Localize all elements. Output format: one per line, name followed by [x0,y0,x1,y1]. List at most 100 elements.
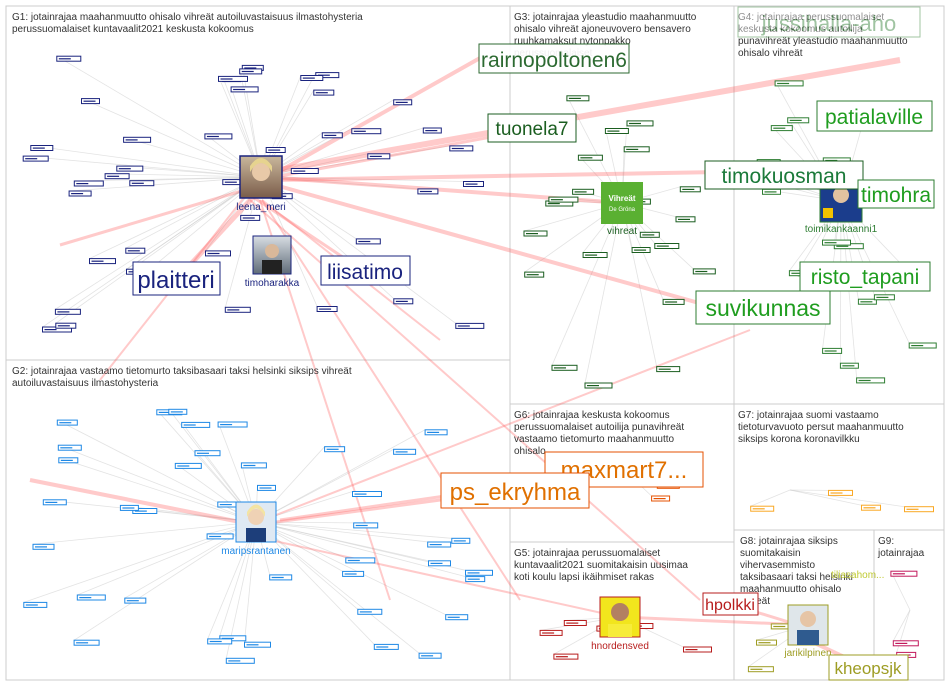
account-node[interactable] [218,75,248,82]
account-node-text-mark [57,311,70,313]
edge-gray [584,202,623,384]
account-node-text-mark [259,487,272,489]
account-node-text-mark [457,325,470,327]
account-node-text-mark [836,245,849,247]
label-jussihalla-text: jussihalla-aho [761,11,897,36]
account-node-text-mark [57,325,70,327]
label-risto-tapani-box [799,261,931,292]
account-node-text-mark [682,188,695,190]
account-node-text-mark [44,329,57,331]
account-node[interactable] [217,421,248,428]
maripsrantanen-hair [247,504,265,517]
hnordensved-label: hnordensved [591,641,649,652]
account-node-text-mark [246,644,259,646]
account-node-text-mark [353,130,366,132]
account-node-text-mark [911,345,924,347]
account-node-text-mark [467,578,480,580]
edge-gray [124,521,257,599]
vihreat-logo-subtext: De Gröna [609,207,636,213]
label-hpolkki[interactable]: hpolkki [702,592,759,616]
account-node[interactable] [345,557,376,564]
edge-gray [621,202,658,367]
label-timohra-text: timohra [861,184,931,207]
label-timohra[interactable]: timohra [857,179,935,209]
label-suvikunnas[interactable]: suvikunnas [695,290,831,325]
edge-gray [30,145,262,178]
node-vihreat[interactable]: Vihreät De Gröna vihreat [601,182,643,237]
label-risto-tapani[interactable]: risto_tapani [799,261,931,292]
label-rairnopoltonen6[interactable]: rairnopoltonen6 [478,43,630,74]
label-timokuosman-text: timokuosman [722,165,847,188]
node-leena-meri[interactable]: leena_meri [236,155,286,213]
label-suvikunnas-text: suvikunnas [705,295,820,321]
account-node-text-mark [842,365,855,367]
account-node[interactable] [352,491,382,497]
account-node[interactable] [351,128,382,135]
account-node-text-mark [906,508,919,510]
account-node-text-mark [425,130,438,132]
edge-gray [123,136,262,178]
account-node-text-mark [183,424,196,426]
node-jarikilpinen[interactable]: jarikilpinen [783,604,832,659]
label-ps-ekryhma[interactable]: ps_ekryhma [440,472,590,509]
label-kheopsjk[interactable]: kheopsjk [828,654,909,681]
account-node-text-mark [219,504,232,506]
account-node-text-mark [395,101,408,103]
account-node-text-mark [858,379,871,382]
account-node-text-mark [355,524,368,527]
label-tuonela7[interactable]: tuonela7 [487,113,577,143]
label-kheopsjk-text: kheopsjk [834,659,902,678]
account-node-text-mark [656,245,669,247]
account-node-text-mark [91,260,104,262]
account-node[interactable] [548,196,579,203]
node-maripsrantanen[interactable]: maripsrantanen [221,501,291,557]
edge-gray [255,521,428,543]
vihreat-logo-text: Vihreät [609,194,636,203]
label-plaitteri[interactable]: plaitteri [132,261,221,296]
edge-gray [77,521,257,596]
toimikankaanni1-badge [823,208,833,218]
g2-title: G2: jotainrajaa vastaamo tietomurto taks… [12,366,352,389]
label-jussihalla[interactable]: jussihalla-aho [737,6,921,38]
account-node-text-mark [376,646,389,648]
label-liisatimo[interactable]: liisatimo [320,255,411,286]
account-node-text-mark [241,70,254,73]
label-timokuosman[interactable]: timokuosman [704,160,864,190]
node-timoharakka[interactable]: timoharakka [245,235,300,289]
account-node-text-mark [451,147,464,150]
account-node[interactable] [904,506,934,513]
node-hnordensved[interactable]: hnordensved [591,596,649,652]
account-node-text-mark [170,411,183,413]
account-node-text-mark [83,100,96,102]
label-liisatimo-box [320,255,411,286]
label-plaitteri-box [132,261,221,296]
account-node-text-mark [317,74,330,76]
account-node-text-mark [752,508,765,510]
account-node-text-mark [824,350,837,352]
label-patialaville[interactable]: patialaville [816,100,933,132]
timoharakka-face [265,244,279,258]
edge-gray [55,176,262,310]
account-node-text-mark [791,272,804,274]
timoharakka-label: timoharakka [245,278,300,289]
account-node-text-mark [585,254,598,256]
maripsrantanen-face [248,509,264,525]
account-node-text-mark [158,411,171,413]
edge-gray [81,98,262,178]
account-node-text-mark [228,660,241,662]
account-node-text-mark [76,183,89,185]
account-node-text-mark [685,649,698,651]
toimikankaanni1-face [833,187,849,203]
account-node-text-mark [427,431,440,433]
account-node-text-mark [45,501,58,503]
edge-gray [74,176,262,182]
vihreat-label: vihreat [607,226,637,237]
toimikankaanni1-label: toimikankaanni1 [805,224,878,235]
edge-gray [892,609,911,641]
account-node-text-mark [118,168,131,170]
edge-gray [73,521,257,641]
label-rairnopoltonen6-box [478,43,630,74]
account-node[interactable] [73,180,104,187]
